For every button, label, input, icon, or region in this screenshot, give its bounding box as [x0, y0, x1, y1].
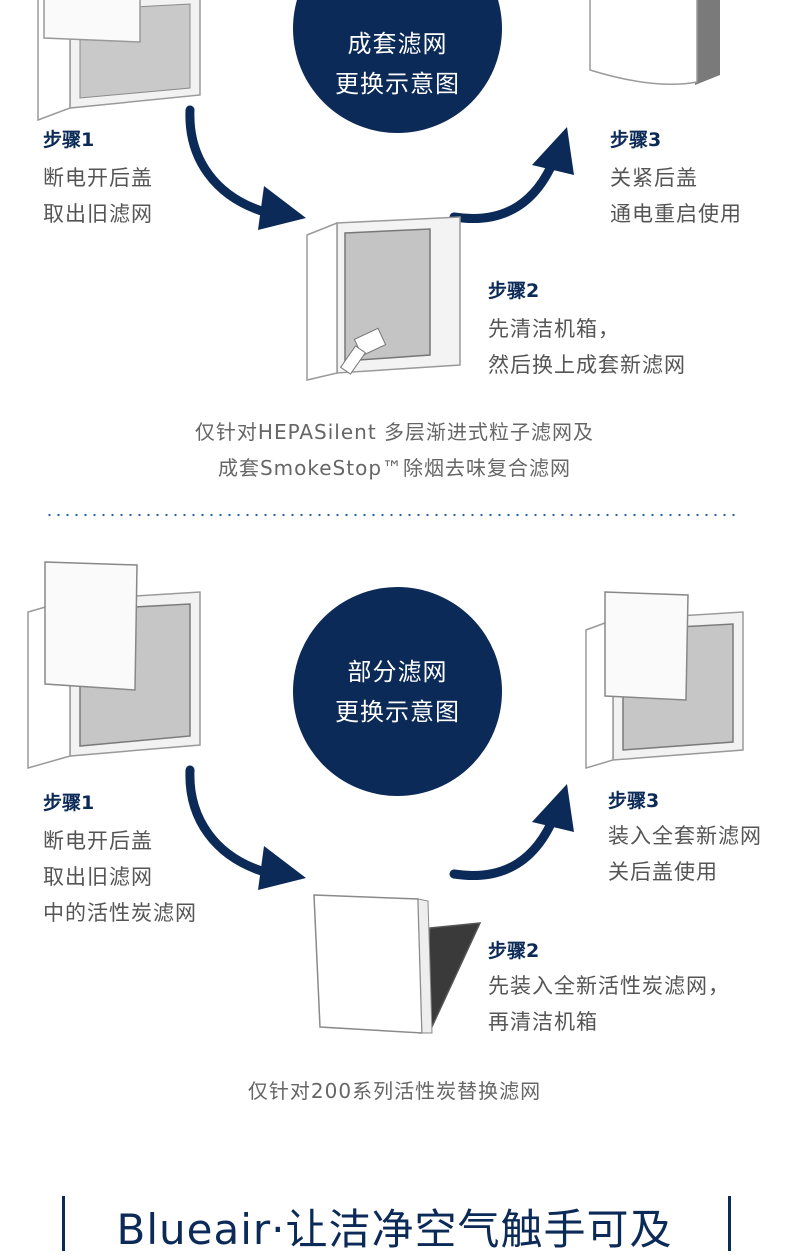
arrow-up-right-icon [449, 784, 574, 880]
step1-line-3: 中的活性炭滤网 [43, 901, 197, 925]
step1-title: 步骤1 [43, 792, 95, 814]
step3-line-1: 装入全套新滤网 [608, 824, 762, 848]
footer-left-bar [62, 1196, 65, 1251]
arrow-down-right-icon [185, 105, 306, 230]
step3-closed-unit-illustration [589, 0, 720, 86]
step1-line-2: 取出旧滤网 [43, 865, 153, 889]
step2-line-1: 先装入全新活性炭滤网， [488, 974, 730, 998]
step3-insert-filter-illustration [585, 591, 744, 770]
section-partial-note: 仅针对200系列活性炭替换滤网 [247, 1079, 542, 1103]
step3-line-1: 关紧后盖 [610, 166, 698, 190]
circle-line-2: 更换示意图 [335, 697, 460, 726]
circle-line-1: 部分滤网 [347, 657, 448, 686]
step3-line-2: 关后盖使用 [608, 860, 718, 884]
step1-remove-filter-illustration [27, 561, 201, 769]
footer-right-bar [728, 1196, 731, 1251]
section-full-note-line-2: 成套SmokeStop™除烟去味复合滤网 [217, 456, 572, 480]
step2-title: 步骤2 [488, 280, 540, 302]
dotted-divider [45, 513, 735, 517]
step1-line-1: 断电开后盖 [43, 166, 153, 190]
arrow-down-right-icon [185, 765, 306, 890]
footer-slogan: Blueair·让洁净空气触手可及 [116, 1205, 673, 1254]
step1-line-2: 取出旧滤网 [43, 202, 153, 226]
step1-title: 步骤1 [43, 129, 95, 151]
step2-cleaning-unit-illustration [306, 216, 461, 381]
step1-line-1: 断电开后盖 [43, 829, 153, 853]
arrow-up-right-icon [449, 127, 574, 223]
circle-line-1: 成套滤网 [347, 29, 448, 58]
step2-line-1: 先清洁机箱， [488, 317, 620, 341]
step1-open-unit-illustration [37, 0, 201, 122]
step3-title: 步骤3 [608, 790, 660, 812]
step2-line-2: 再清洁机箱 [488, 1010, 598, 1034]
step2-line-2: 然后换上成套新滤网 [488, 353, 686, 377]
step3-title: 步骤3 [610, 129, 662, 151]
step2-new-carbon-filter-illustration [313, 894, 482, 1034]
section-partial-title-circle: 部分滤网 更换示意图 [293, 587, 502, 796]
circle-line-2: 更换示意图 [335, 69, 460, 98]
section-full-title-circle: 成套滤网 更换示意图 [293, 0, 502, 133]
step2-title: 步骤2 [488, 940, 540, 962]
step3-line-2: 通电重启使用 [610, 202, 742, 226]
section-full-note-line-1: 仅针对HEPASilent 多层渐进式粒子滤网及 [194, 420, 595, 444]
